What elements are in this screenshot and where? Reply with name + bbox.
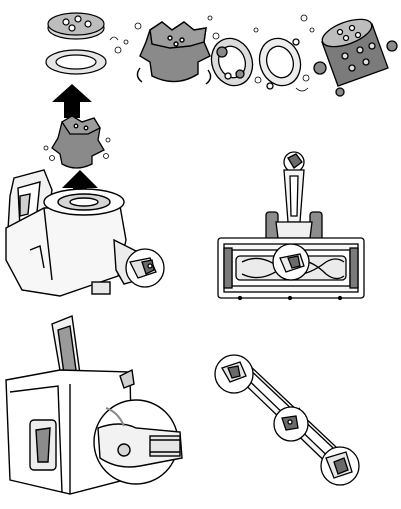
neck-clog-magnifier [284, 152, 304, 172]
mesh-ring-part [205, 33, 259, 92]
body-inlet-magnifier [126, 249, 164, 287]
brush-inlet-magnifier [273, 244, 309, 280]
tube-top-magnifier [215, 355, 253, 393]
cylinder-filter-part [314, 14, 397, 96]
filter-cap-part [48, 13, 104, 39]
bin-inlet-magnifier [94, 400, 182, 484]
up-arrow-upper [52, 84, 92, 118]
panel-extension-tube [215, 355, 359, 485]
tube-middle-magnifier [274, 407, 308, 441]
vacuum-body [6, 170, 146, 296]
tube-bottom-magnifier [321, 447, 359, 485]
clean-ring-part [253, 33, 307, 92]
panel-floor-brush [218, 152, 364, 300]
panel-dust-bin [6, 316, 182, 494]
felt-filter-part [137, 22, 210, 84]
lifted-filter [52, 116, 104, 168]
filter-ring-part [46, 50, 106, 74]
